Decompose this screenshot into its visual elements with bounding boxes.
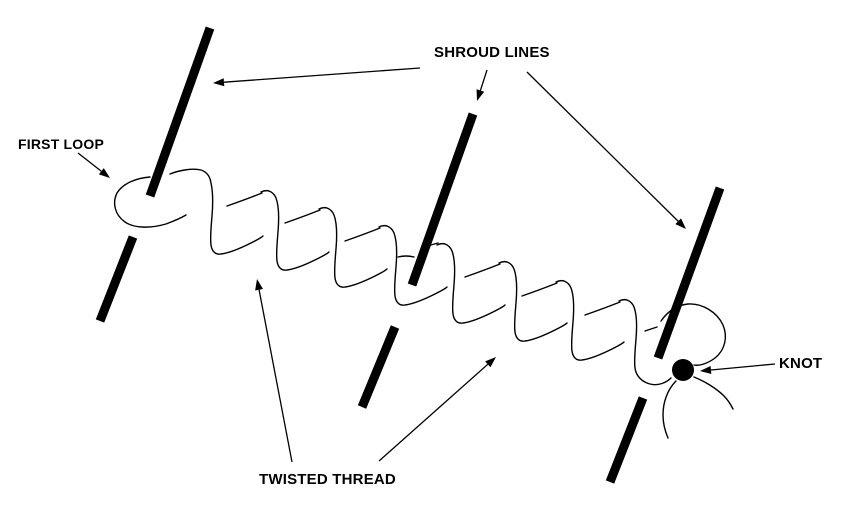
shroud3-back-dash	[644, 326, 658, 332]
shroud-line-2-lower	[357, 325, 400, 409]
shroud-line-1-upper	[145, 26, 215, 198]
arrow-shroud-middle-line	[479, 69, 488, 91]
coil-loop-4	[436, 242, 506, 324]
coil-loop-2	[318, 206, 388, 288]
label-shroud-lines: SHROUD LINES	[434, 44, 550, 61]
back-dash-1	[226, 192, 263, 207]
label-knot: KNOT	[779, 355, 823, 372]
coil-loop-1	[260, 189, 330, 271]
label-twisted-thread: TWISTED THREAD	[259, 471, 396, 488]
loose-end-left	[662, 380, 677, 439]
arrow-knot-head-icon	[700, 365, 712, 374]
arrow-first-loop-head-icon	[98, 168, 110, 178]
shroud-line-3-upper	[653, 186, 725, 360]
arrow-shroud-left-line	[223, 67, 421, 83]
back-dash-4a	[397, 255, 415, 258]
first-loop-curve	[113, 176, 187, 228]
knot-wrap-loop	[660, 303, 727, 366]
knot-dot	[672, 359, 694, 381]
arrow-twisted-thread-left-line	[258, 289, 293, 463]
arrow-knot-line	[710, 363, 776, 371]
shroud-line-2-upper	[407, 112, 478, 287]
arrow-shroud-left-head-icon	[213, 78, 225, 87]
coil-loop-6	[555, 279, 625, 361]
back-dash-5	[464, 263, 501, 278]
arrow-twisted-thread-right-line	[378, 363, 489, 462]
arrow-shroud-right-line	[526, 71, 679, 222]
back-dash-4b	[421, 242, 439, 249]
arrow-shroud-middle-head-icon	[476, 89, 485, 101]
coil-loop-7	[618, 298, 672, 386]
back-dash-7	[584, 301, 621, 316]
label-first-loop: FIRST LOOP	[18, 136, 104, 152]
back-dash-3	[344, 227, 381, 242]
shroud-line-3-lower	[605, 396, 648, 484]
back-dash-2	[284, 209, 321, 224]
back-dash-6	[521, 282, 558, 297]
shroud-line-1-lower	[95, 235, 138, 323]
coil-loop-0	[169, 168, 264, 255]
loose-end-right	[693, 376, 734, 410]
arrow-twisted-thread-right-head-icon	[485, 357, 496, 368]
coil-loop-3	[378, 224, 448, 306]
arrow-first-loop-line	[77, 152, 102, 172]
arrow-twisted-thread-left-head-icon	[255, 279, 263, 291]
coil-loop-5	[498, 260, 568, 342]
arrow-shroud-right-head-icon	[675, 218, 686, 229]
